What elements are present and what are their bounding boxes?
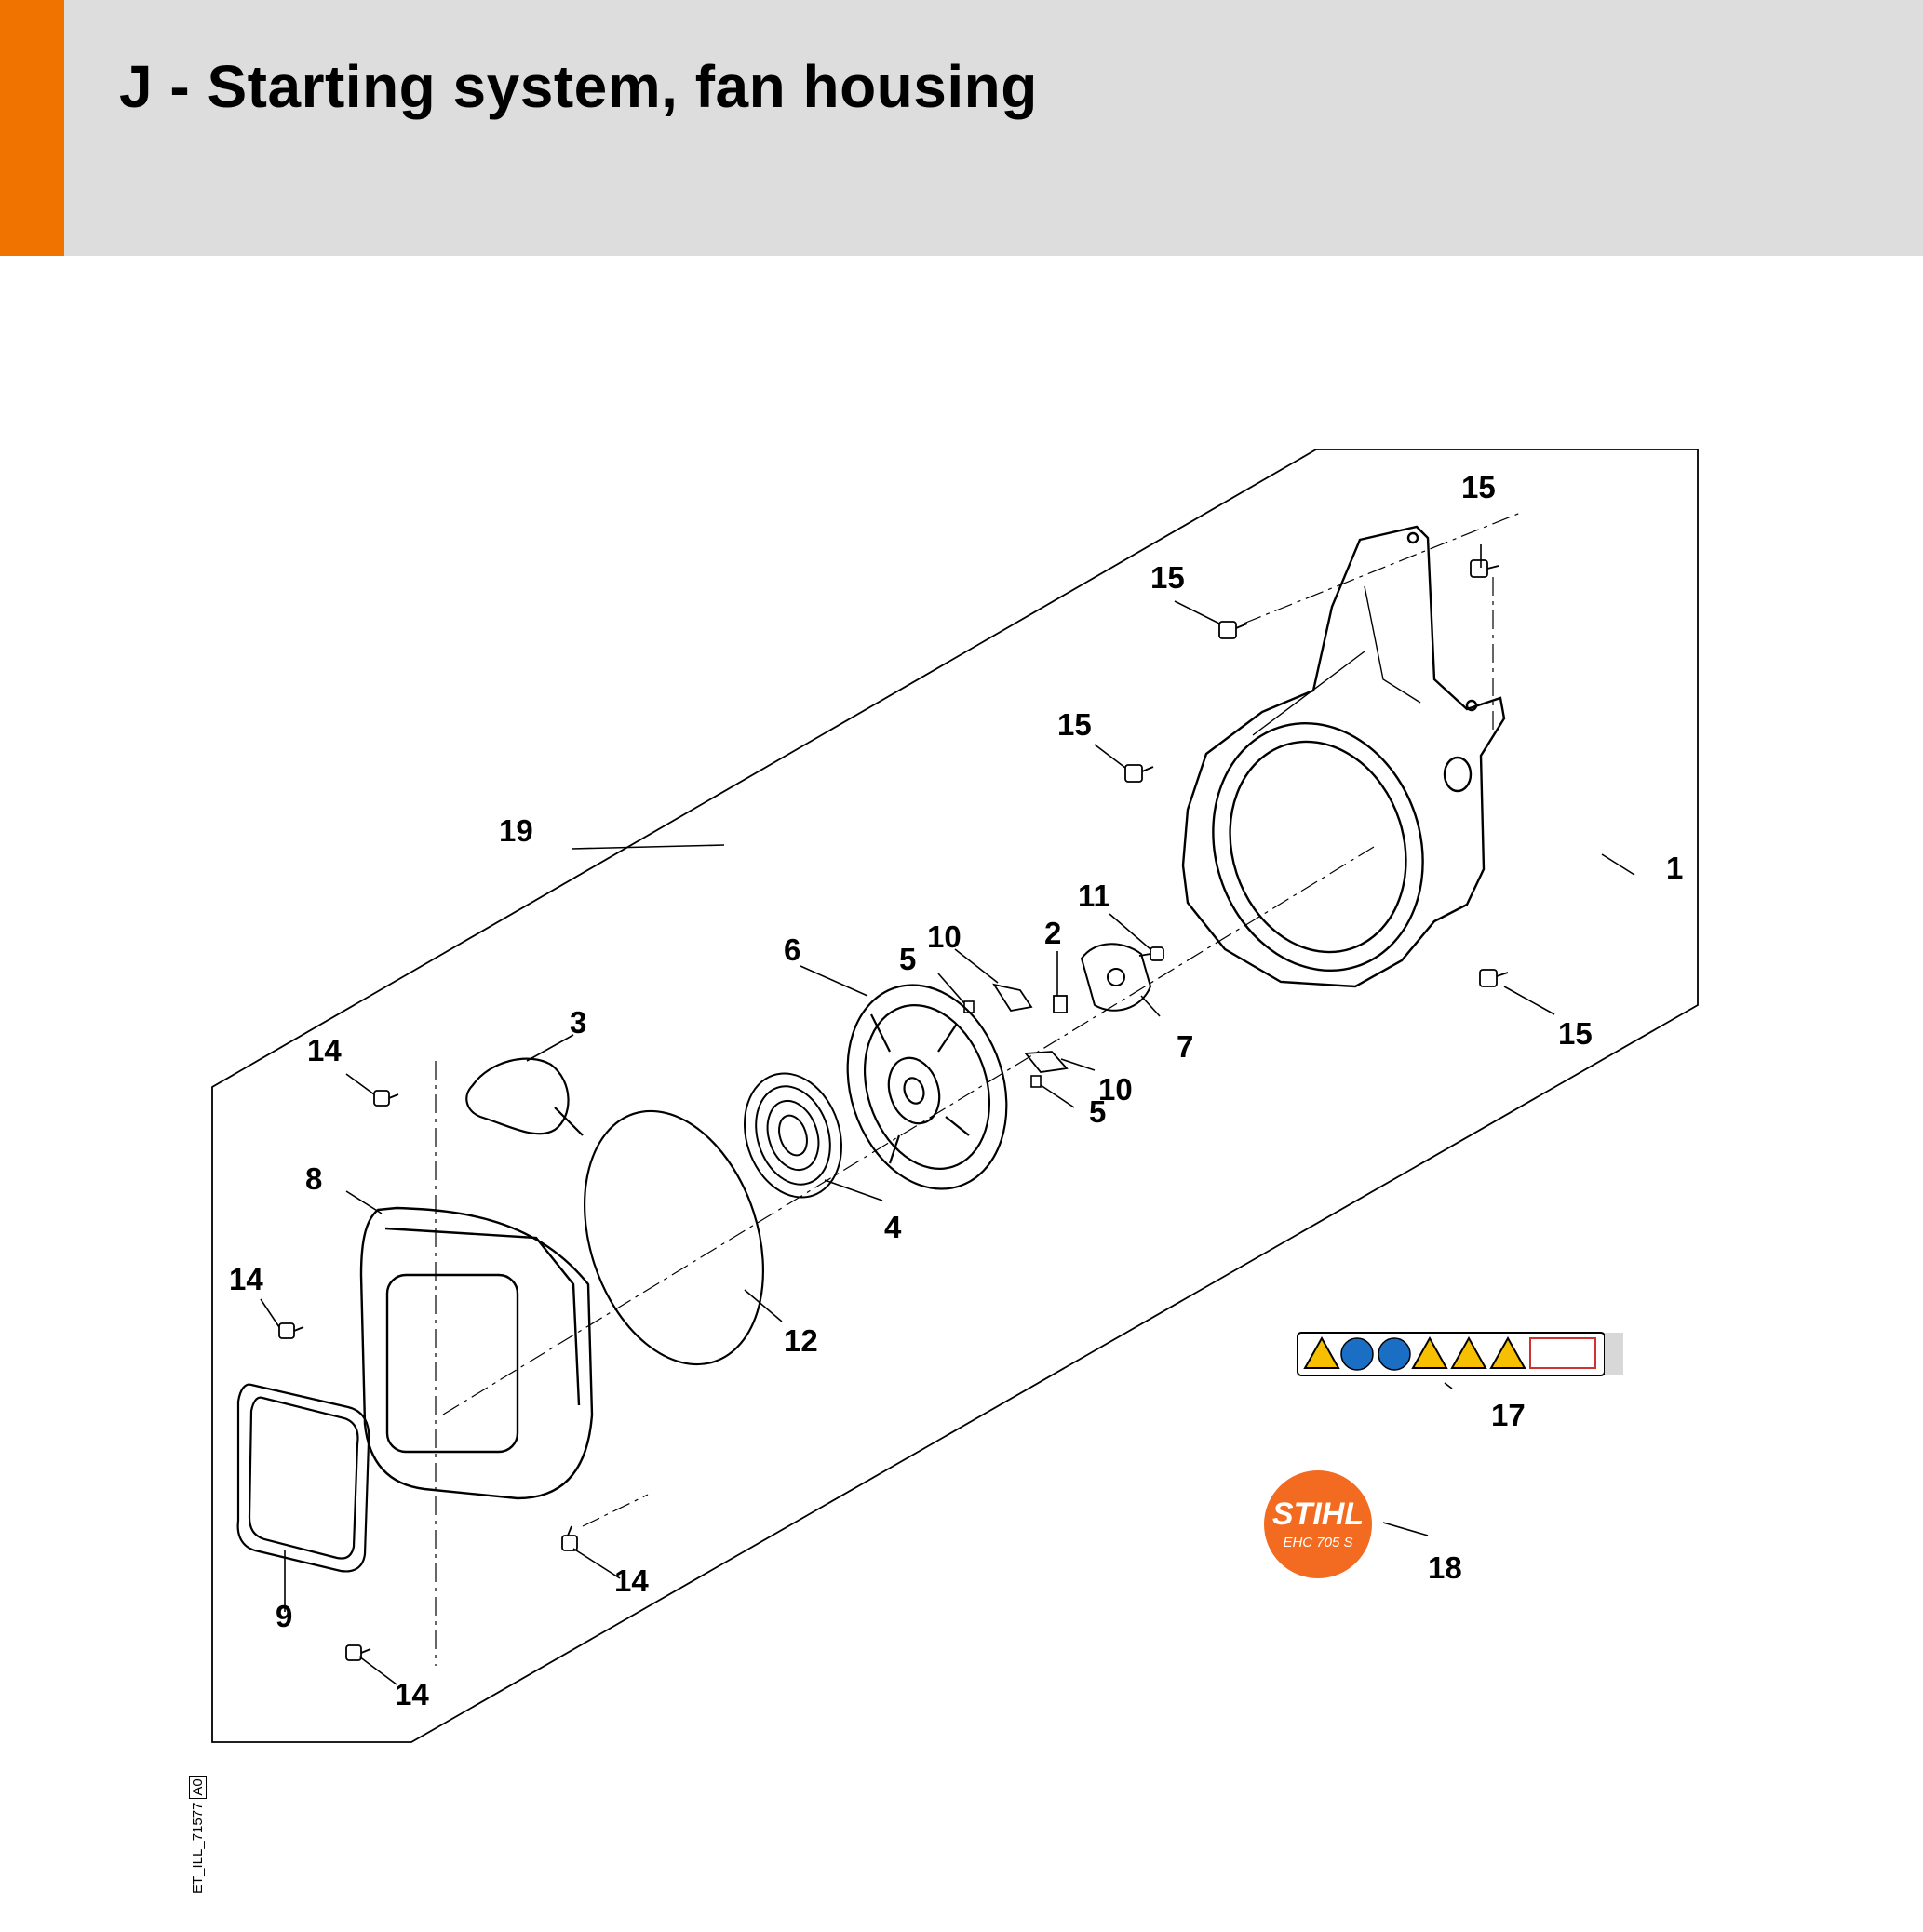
badge-model: EHC 705 S [1283, 1535, 1352, 1550]
page-title: J - Starting system, fan housing [119, 53, 1038, 120]
callout-17: 17 [1491, 1398, 1526, 1432]
starter-rope-part [583, 1109, 765, 1366]
axis-main [442, 846, 1375, 1415]
callout-18: 18 [1428, 1550, 1462, 1585]
leader-3 [526, 1034, 574, 1062]
leader-19 [571, 844, 725, 850]
leader-15d [1503, 986, 1555, 1015]
starter-cover-part [359, 1206, 594, 1500]
leader-7 [1140, 995, 1161, 1017]
leader-8 [345, 1190, 383, 1214]
exploded-parts-diagram: 15 15 15 15 1 19 11 2 6 5 10 7 3 14 10 5… [182, 344, 1909, 1908]
rewind-spring-part [744, 1072, 842, 1199]
leader-5b [1040, 1084, 1075, 1108]
callout-5-lower: 5 [1089, 1094, 1106, 1129]
leader-14c [572, 1548, 621, 1579]
leader-10a [954, 948, 999, 984]
callout-6: 6 [784, 932, 800, 967]
callout-19: 19 [499, 813, 533, 848]
badge-brand: STIHL [1272, 1496, 1364, 1532]
callout-10-lower: 10 [1098, 1072, 1133, 1107]
axis-cover-low [582, 1494, 649, 1527]
callout-9: 9 [276, 1599, 292, 1633]
pawl-10-upper [992, 983, 1033, 1012]
callout-14-left: 14 [229, 1262, 263, 1296]
callout-11: 11 [1078, 879, 1110, 913]
callout-12: 12 [784, 1323, 818, 1358]
leader-6 [800, 965, 868, 997]
page-header: J - Starting system, fan housing [0, 0, 1923, 256]
leader-18 [1382, 1522, 1429, 1536]
fire-hazard-icon [1411, 1335, 1448, 1369]
explosion-hazard-icon [1450, 1335, 1487, 1369]
callout-14-lower: 14 [614, 1563, 649, 1598]
leader-14b [260, 1298, 280, 1328]
screw-14-left [278, 1322, 304, 1339]
callout-8: 8 [305, 1161, 322, 1196]
hot-surface-icon [1489, 1335, 1526, 1369]
screw-15-left [1124, 764, 1154, 783]
leader-15c [1094, 744, 1126, 769]
cover-seal-part [236, 1383, 370, 1573]
leader-11 [1109, 913, 1151, 950]
leader-14d [358, 1656, 397, 1685]
callout-2: 2 [1044, 916, 1061, 950]
warning-label-part [1297, 1332, 1623, 1376]
revision-box: A0 [189, 1776, 207, 1799]
leader-15b [1174, 600, 1220, 624]
leader-1 [1601, 853, 1635, 876]
spring-2 [1053, 995, 1068, 1013]
starter-grip-part [465, 1057, 584, 1136]
cam-plate-part [1080, 943, 1152, 1012]
header-accent-bar [0, 0, 64, 256]
illustration-id: ET_ILL_71577 A0 [189, 1776, 207, 1894]
callout-7: 7 [1177, 1029, 1193, 1064]
callout-10-upper: 10 [927, 919, 962, 954]
fan-housing-part [1181, 525, 1506, 988]
leader-5a [937, 973, 965, 1004]
leader-14a [345, 1073, 375, 1095]
spring-5-lower [1030, 1075, 1042, 1088]
callout-1: 1 [1666, 851, 1683, 885]
illustration-number: ET_ILL_71577 [190, 1802, 206, 1894]
screw-11 [1138, 946, 1164, 961]
callout-15-left: 15 [1057, 707, 1092, 742]
warning-triangle-icon [1303, 1335, 1340, 1369]
callout-15-top: 15 [1461, 470, 1496, 504]
wear-protection-icon [1378, 1337, 1411, 1371]
screw-15-bottom [1479, 969, 1509, 987]
callout-4: 4 [884, 1210, 902, 1244]
axis-screw-mid [1243, 511, 1524, 624]
read-manual-icon [1340, 1337, 1374, 1371]
leader-4 [824, 1179, 883, 1201]
rope-rotor-part [846, 984, 1008, 1190]
leader-12 [744, 1289, 783, 1322]
diagram-svg: 15 15 15 15 1 19 11 2 6 5 10 7 3 14 10 5… [211, 449, 1699, 1743]
screw-14-bottom [345, 1644, 371, 1661]
leader-10b [1060, 1058, 1096, 1071]
callout-3: 3 [570, 1005, 586, 1040]
callout-15-mid: 15 [1150, 560, 1185, 595]
stihl-badge-part [1264, 1470, 1372, 1578]
callout-14-top: 14 [307, 1033, 342, 1067]
screw-15-top [1470, 559, 1499, 578]
distance-bystanders-icon [1529, 1337, 1596, 1369]
leader-17 [1444, 1382, 1453, 1389]
callout-15-bottom: 15 [1558, 1016, 1593, 1051]
screw-14-lower [561, 1525, 578, 1551]
pawl-10-lower [1024, 1051, 1069, 1073]
callout-14-bottom: 14 [395, 1677, 429, 1711]
assembly-boundary [211, 449, 1699, 1743]
callout-5-upper: 5 [899, 942, 916, 976]
screw-14-top [373, 1090, 399, 1107]
screw-15-mid [1218, 621, 1248, 639]
